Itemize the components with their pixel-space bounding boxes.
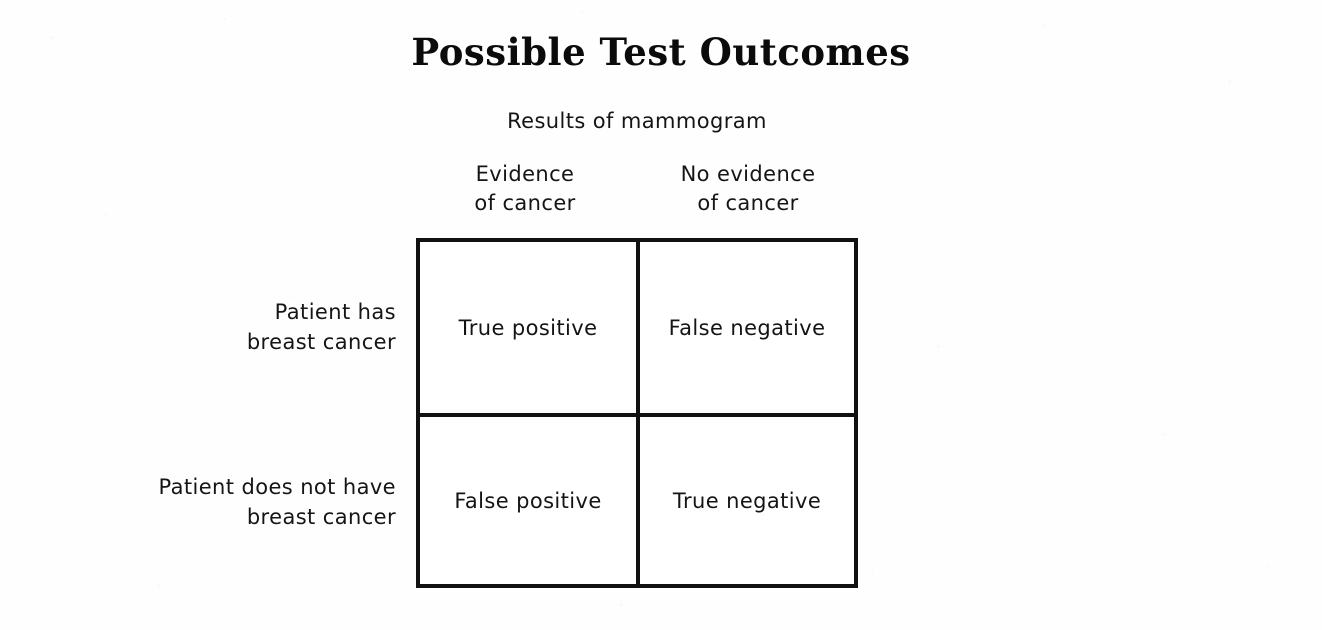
row-header-patient-has-breast-cancer: Patient has breast cancer [0, 297, 396, 357]
cell-false-negative: False negative [640, 242, 854, 417]
page-title: Possible Test Outcomes [411, 30, 911, 74]
row-header-line-2: breast cancer [246, 505, 396, 529]
column-header-line-1: Evidence [475, 162, 575, 186]
column-group-heading: Results of mammogram [507, 109, 767, 133]
column-header-line-2: of cancer [697, 191, 799, 215]
cell-false-positive: False positive [420, 417, 640, 584]
row-header-patient-does-not-have-breast-cancer: Patient does not have breast cancer [0, 472, 396, 532]
cell-true-positive: True positive [420, 242, 640, 417]
column-header-line-2: of cancer [474, 191, 576, 215]
row-header-line-2: breast cancer [246, 330, 396, 354]
row-header-line-1: Patient has [274, 300, 396, 324]
outcomes-matrix: True positive False negative False posit… [416, 238, 858, 588]
column-header-no-evidence-of-cancer: No evidence of cancer [648, 160, 848, 218]
row-header-line-1: Patient does not have [158, 475, 396, 499]
column-header-evidence-of-cancer: Evidence of cancer [425, 160, 625, 218]
cell-true-negative: True negative [672, 488, 822, 513]
column-header-line-1: No evidence [680, 162, 816, 186]
